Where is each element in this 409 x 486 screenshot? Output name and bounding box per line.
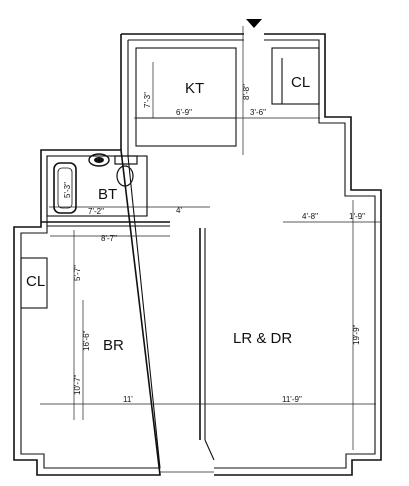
toilet [114,155,138,187]
dim-bt-width: 7'-2" [88,207,104,216]
dim-lr-right: 1'-9" [349,212,365,221]
dim-kt-depth: 7'-3" [143,92,152,108]
interior-walls [20,47,320,461]
dim-kt-vert: 8'-8" [242,84,251,100]
dim-lr-left: 4'-8" [302,212,318,221]
dim-br-mid: 16'-6" [82,330,91,351]
dim-lr-depth: 19'-9" [352,324,361,345]
exterior-walls [13,33,382,476]
room-label-bath: BT [98,186,117,203]
sink [88,153,110,167]
dim-kt-right: 3'-6" [250,108,266,117]
dim-lr-width: 11'-9" [282,395,302,404]
dim-br-top: 8'-7" [101,234,117,243]
dim-kt-width: 6'-9" [176,108,192,117]
room-label-living-dining: LR & DR [233,330,292,347]
dimension-lines [40,26,380,450]
dim-br-upper: 5'-7" [73,265,82,281]
dim-br-lower: 10'-7" [73,374,82,395]
entry-arrow-icon [246,19,262,28]
bathtub [53,162,77,214]
dim-bt-tub: 5'-3" [63,182,72,198]
dim-bt-side: 4' [176,206,182,215]
room-label-bedroom: BR [103,337,124,354]
room-label-kitchen: KT [185,80,204,97]
room-label-closet-left: CL [26,273,45,290]
room-label-closet-top: CL [291,74,310,91]
dim-br-width: 11' [123,395,133,404]
